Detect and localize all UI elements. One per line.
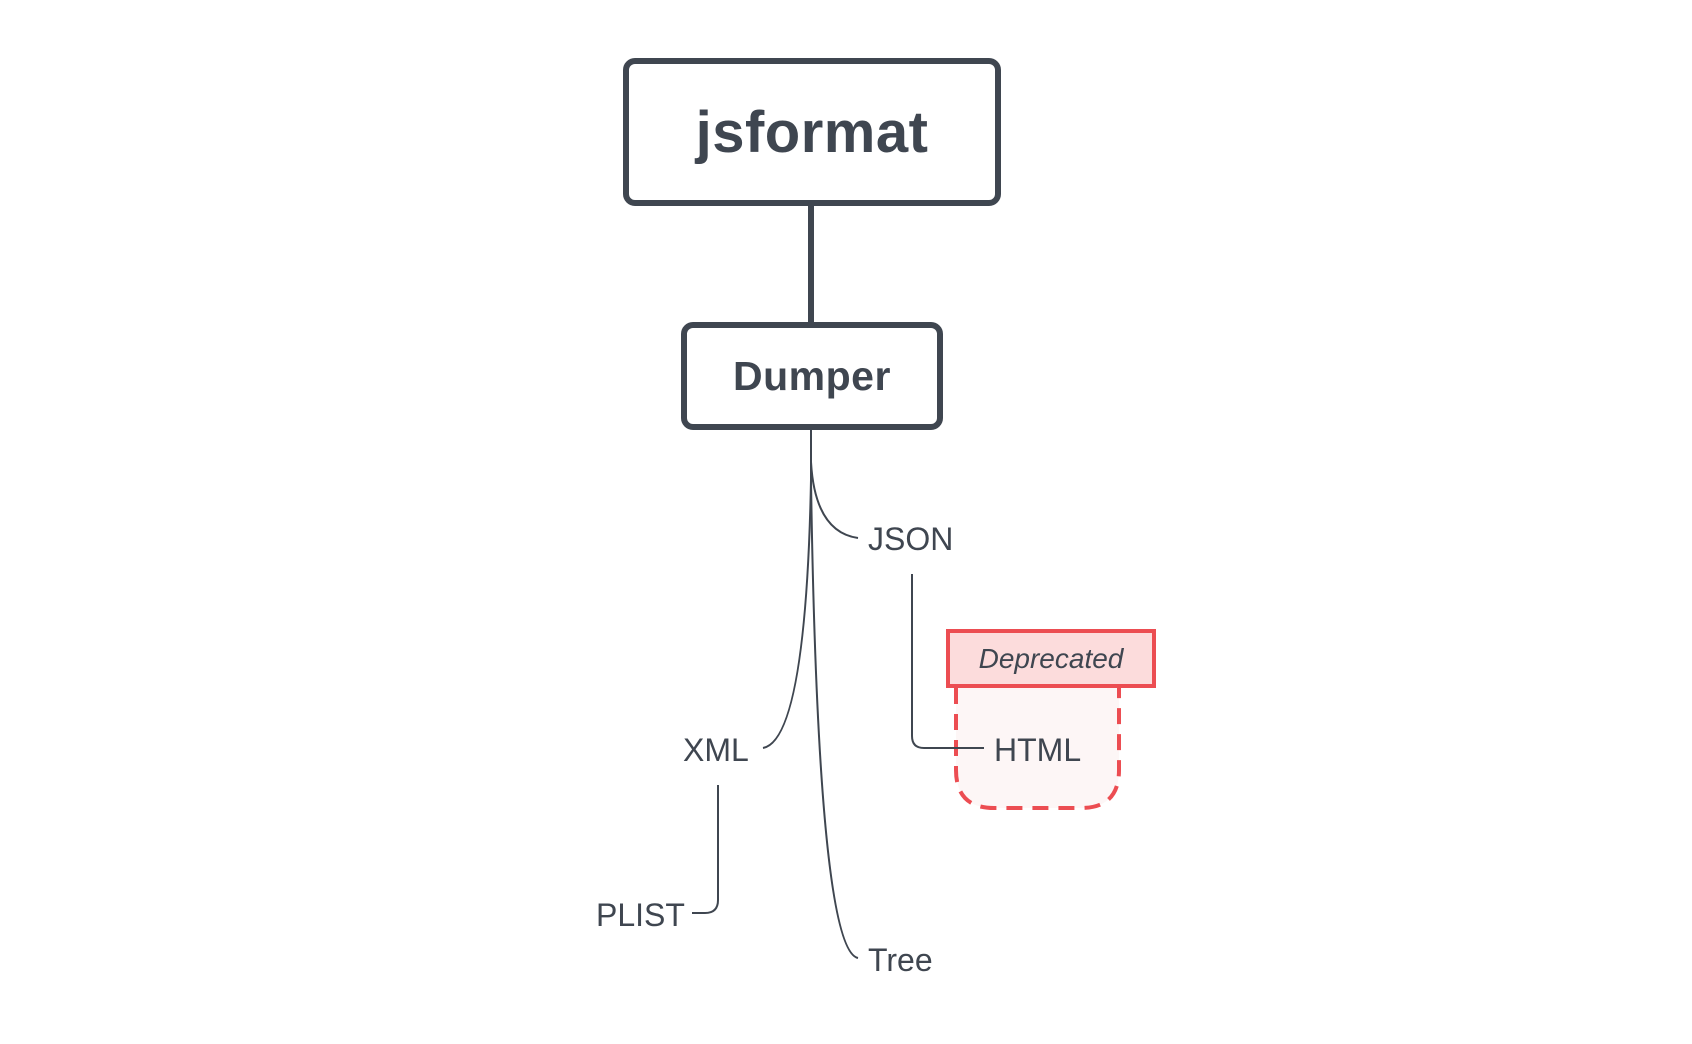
plist-label: PLIST bbox=[596, 896, 685, 933]
deprecated-callout: Deprecated bbox=[946, 629, 1156, 688]
deprecated-label: Deprecated bbox=[978, 642, 1124, 674]
xml-label: XML bbox=[683, 731, 749, 768]
leaf-node-plist: PLIST bbox=[596, 893, 685, 937]
leaf-node-html: HTML bbox=[994, 728, 1081, 772]
json-to-html-connector bbox=[911, 574, 984, 749]
deprecated-region-outline bbox=[954, 688, 1121, 810]
root-node-label: jsformat bbox=[695, 99, 929, 165]
xml-to-plist-connector bbox=[692, 785, 719, 914]
tree-label: Tree bbox=[868, 941, 933, 978]
html-label: HTML bbox=[994, 731, 1082, 768]
dumper-to-tree-connector bbox=[810, 430, 859, 959]
json-label: JSON bbox=[868, 520, 954, 557]
dumper-to-json-connector bbox=[810, 430, 859, 539]
node-dumper: Dumper bbox=[681, 322, 943, 430]
dumper-node-label: Dumper bbox=[733, 352, 891, 399]
root-node-jsformat: jsformat bbox=[623, 58, 1001, 206]
leaf-node-json: JSON bbox=[868, 517, 953, 561]
dumper-to-xml-connector bbox=[762, 430, 812, 749]
leaf-node-xml: XML bbox=[683, 728, 749, 772]
leaf-node-tree: Tree bbox=[868, 938, 933, 982]
